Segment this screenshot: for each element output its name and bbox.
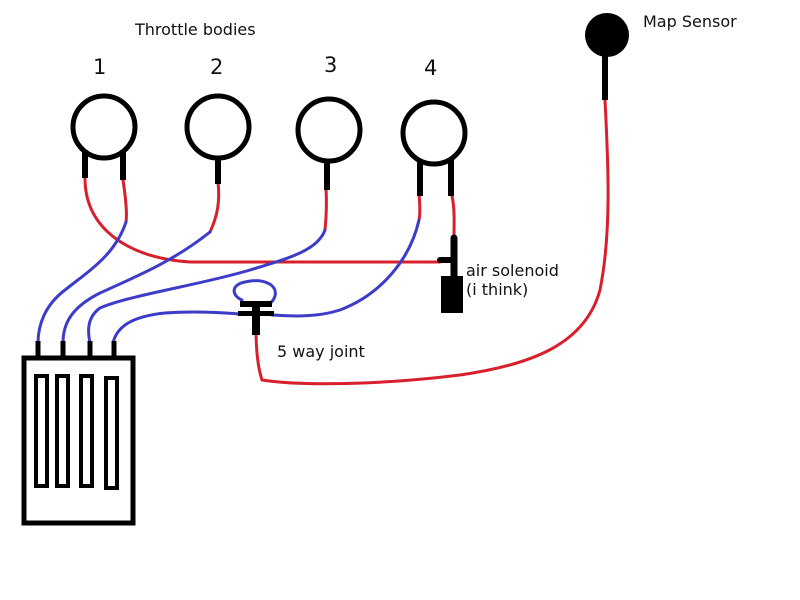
red-hose-tb2 — [208, 180, 221, 234]
blue-hose-port4-to-joint — [111, 310, 242, 345]
manifold-block — [21, 355, 136, 526]
five-way-joint-icon — [238, 301, 274, 335]
map-sensor-icon — [585, 13, 629, 57]
blue-hose-tb1-to-port1 — [36, 220, 128, 345]
throttle-body-3 — [295, 96, 363, 164]
throttle-body-1 — [70, 93, 138, 161]
throttle-body-4 — [400, 99, 468, 167]
blue-hose-tb2-to-port2 — [61, 230, 212, 345]
throttle-body-label-2: 2 — [210, 55, 224, 79]
throttle-body-label-3: 3 — [324, 53, 338, 77]
red-hose-tb4-left — [417, 192, 422, 222]
red-hose-tb1-left-to-solenoid — [83, 176, 442, 264]
red-hose-tb3 — [323, 186, 328, 232]
five-way-joint-label: 5 way joint — [277, 342, 365, 361]
air-solenoid-label-line2: (i think) — [466, 280, 529, 299]
blue-hose-tb3-to-port3 — [87, 228, 327, 345]
throttle-body-2 — [184, 93, 252, 161]
diagram-title: Throttle bodies — [135, 20, 256, 39]
air-solenoid-label-line1: air solenoid — [466, 261, 559, 280]
blue-hose-joint-loop — [232, 279, 277, 306]
red-hose-tb1-right — [121, 178, 128, 224]
blue-hose-tb4-to-joint — [270, 218, 421, 318]
red-hose-tb4-right-to-solenoid — [450, 194, 456, 240]
air-solenoid-label: air solenoid (i think) — [466, 261, 559, 299]
red-hose-map-sensor-to-joint — [254, 98, 610, 386]
air-solenoid-icon — [437, 234, 463, 313]
throttle-body-label-4: 4 — [424, 56, 438, 80]
throttle-body-label-1: 1 — [93, 55, 107, 79]
map-sensor-label: Map Sensor — [643, 12, 737, 31]
